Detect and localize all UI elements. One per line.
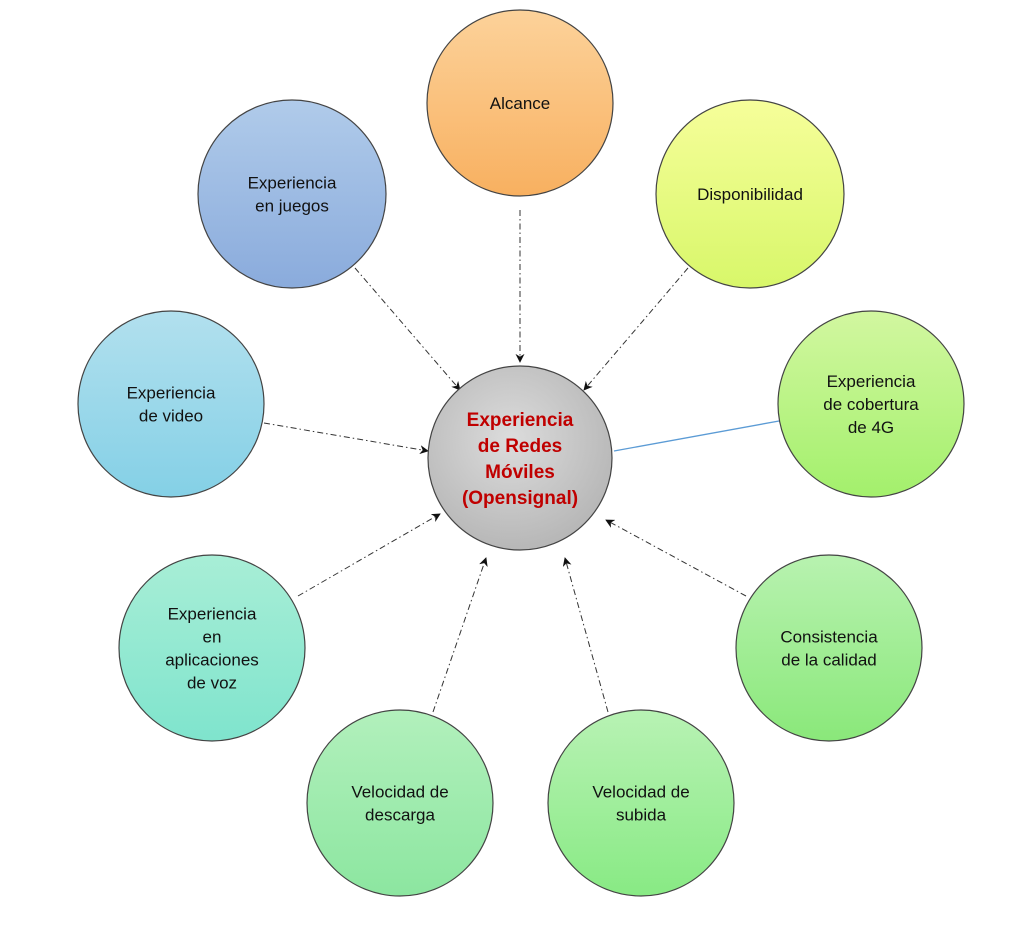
node-disponibilidad: Disponibilidad xyxy=(655,99,845,289)
node-label-line: Experiencia xyxy=(827,372,916,391)
node-velocidad-subida: Velocidad de subida xyxy=(547,709,735,897)
node-velocidad-descarga: Velocidad de descarga xyxy=(306,709,494,897)
node-video: Experiencia de video xyxy=(77,310,265,498)
connector-consistencia xyxy=(605,519,747,597)
node-label-line: Disponibilidad xyxy=(697,185,803,204)
connector-cobertura-4g xyxy=(613,420,780,452)
node-circle-velocidad-subida xyxy=(547,709,735,897)
node-circle-alcance xyxy=(426,9,614,197)
node-label-line: de voz xyxy=(187,674,237,693)
connectors xyxy=(263,210,780,713)
center-label-line: de Redes xyxy=(478,436,562,457)
node-label-line: de 4G xyxy=(848,418,894,437)
center-circle xyxy=(427,365,613,551)
node-alcance: Alcance xyxy=(426,9,614,197)
node-circle-aplicaciones-voz xyxy=(118,554,306,742)
node-label-line: Experiencia xyxy=(127,384,216,403)
center-label-line: (Opensignal) xyxy=(462,488,578,509)
connector-aplicaciones-voz xyxy=(297,513,441,597)
node-label-line: aplicaciones xyxy=(165,651,259,670)
node-consistencia: Consistencia de la calidad xyxy=(735,554,923,742)
node-circle-consistencia xyxy=(735,554,923,742)
node-aplicaciones-voz: Experiencia en aplicaciones de voz xyxy=(118,554,306,742)
node-cobertura-4g: Experiencia de cobertura de 4G xyxy=(777,310,965,498)
node-label-line: Alcance xyxy=(490,94,550,113)
node-circle-cobertura-4g xyxy=(777,310,965,498)
connector-video xyxy=(263,422,429,455)
node-label-line: de cobertura xyxy=(823,395,919,414)
node-label-line: descarga xyxy=(365,806,435,825)
node-label-line: Consistencia xyxy=(780,628,878,647)
connector-velocidad-subida xyxy=(562,557,609,713)
connector-velocidad-descarga xyxy=(432,557,488,713)
center-label-line: Experiencia xyxy=(467,410,574,431)
node-juegos: Experiencia en juegos xyxy=(197,99,387,289)
node-label-line: Velocidad de xyxy=(592,783,689,802)
connector-disponibilidad xyxy=(583,267,689,391)
node-label-line: Experiencia xyxy=(168,605,257,624)
node-label-line: Experiencia xyxy=(248,174,337,193)
node-circle-juegos xyxy=(197,99,387,289)
node-label-line: Velocidad de xyxy=(351,783,448,802)
node-label-line: en juegos xyxy=(255,197,329,216)
center-label-line: Móviles xyxy=(485,462,555,483)
node-circle-video xyxy=(77,310,265,498)
node-circle-disponibilidad xyxy=(655,99,845,289)
node-label-line: en xyxy=(203,628,222,647)
node-label-line: de video xyxy=(139,407,203,426)
node-label-line: de la calidad xyxy=(781,651,876,670)
node-circle-velocidad-descarga xyxy=(306,709,494,897)
node-label-line: subida xyxy=(616,806,667,825)
connector-juegos xyxy=(354,267,461,391)
